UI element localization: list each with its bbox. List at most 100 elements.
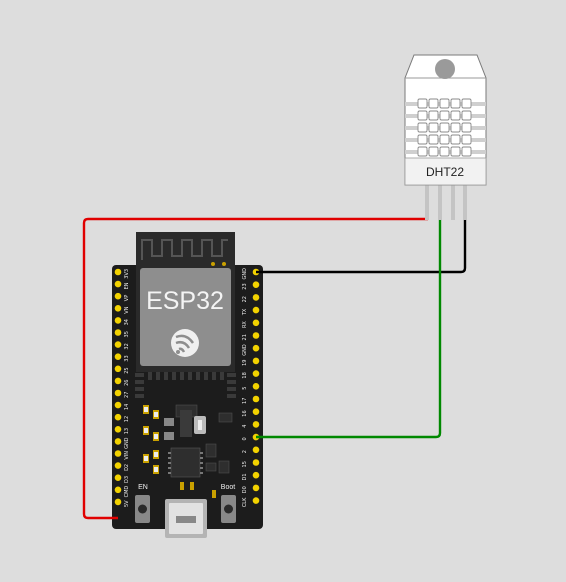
grille-hole — [428, 122, 439, 133]
left-pin-32[interactable] — [114, 341, 122, 348]
right-pin-d1[interactable] — [252, 471, 260, 479]
left-pin-3v3[interactable] — [114, 268, 122, 276]
left-pin-label: D3 — [124, 476, 130, 483]
left-pin-vn[interactable] — [114, 305, 122, 312]
left-pin-header: 3V3ENVPVN34353233252627141213GNDVIND2D3C… — [114, 268, 130, 507]
left-pin-label: CMD — [124, 486, 130, 498]
left-pin-12[interactable] — [114, 413, 122, 421]
right-pin-label: GND — [242, 344, 248, 356]
mounting-hole-icon — [435, 59, 455, 79]
grille-hole — [450, 134, 461, 145]
esp32-board[interactable]: ESP32 — [112, 232, 263, 538]
left-pin-label: 25 — [124, 367, 130, 373]
grille-hole — [450, 110, 461, 121]
right-pin-label: D0 — [242, 486, 248, 493]
grille-hole — [450, 146, 461, 157]
right-pin-2[interactable] — [252, 446, 260, 454]
espressif-logo-icon — [171, 329, 199, 357]
left-pin-25[interactable] — [114, 365, 122, 373]
right-pin-label: 16 — [242, 410, 248, 416]
right-pin-label: CLK — [242, 497, 248, 507]
right-pin-label: 21 — [242, 334, 248, 340]
right-pin-17[interactable] — [252, 395, 260, 403]
voltage-regulator — [164, 404, 206, 440]
usb-uart-chip — [168, 447, 203, 478]
left-pin-vp[interactable] — [114, 292, 122, 300]
sensor-label: DHT22 — [426, 165, 464, 179]
boot-button-label: Boot — [221, 484, 235, 491]
micro-usb-port[interactable] — [165, 499, 207, 538]
left-pin-35[interactable] — [114, 329, 122, 336]
grille-hole — [439, 110, 450, 121]
right-pin-rx[interactable] — [252, 319, 260, 327]
left-pin-label: GND — [124, 437, 130, 449]
left-pin-label: 27 — [124, 392, 130, 398]
right-pin-label: 0 — [242, 437, 248, 440]
left-pin-en[interactable] — [114, 280, 122, 288]
left-pin-label: VIN — [124, 451, 130, 460]
right-pin-23[interactable] — [252, 281, 260, 289]
gnd-wire[interactable] — [256, 219, 467, 274]
right-pin-5[interactable] — [252, 383, 260, 390]
en-button[interactable] — [135, 495, 150, 523]
left-pin-label: 13 — [124, 428, 130, 434]
boot-button[interactable] — [221, 495, 236, 523]
left-pin-label: 5V — [124, 500, 130, 507]
left-pin-13[interactable] — [114, 426, 122, 433]
left-pin-label: D2 — [124, 464, 130, 471]
left-pin-14[interactable] — [114, 401, 122, 409]
left-pin-27[interactable] — [114, 389, 122, 397]
right-pin-label: 19 — [242, 360, 248, 366]
left-pin-label: EN — [124, 282, 130, 289]
grille-hole — [417, 122, 428, 133]
grille-hole — [439, 134, 450, 145]
right-pin-d0[interactable] — [252, 484, 260, 492]
vcc-wire[interactable] — [82, 217, 428, 520]
wifi-module: ESP32 — [135, 232, 236, 398]
right-pin-16[interactable] — [252, 408, 260, 416]
left-pin-label: 33 — [124, 355, 130, 361]
left-pin-26[interactable] — [114, 377, 122, 385]
left-pin-5v[interactable] — [114, 498, 122, 506]
right-pin-label: 23 — [242, 283, 248, 289]
right-pin-label: TX — [242, 308, 248, 316]
left-pin-d3[interactable] — [114, 474, 122, 482]
right-pin-15[interactable] — [252, 459, 260, 466]
grille-hole — [428, 110, 439, 121]
status-leds — [180, 482, 216, 498]
right-pin-22[interactable] — [252, 294, 260, 301]
right-pin-clk[interactable] — [252, 497, 260, 504]
right-pin-19[interactable] — [252, 357, 260, 365]
left-pin-cmd[interactable] — [114, 486, 122, 494]
left-pin-label: 32 — [124, 343, 130, 349]
left-pin-vin[interactable] — [114, 450, 122, 457]
right-pin-gnd[interactable] — [252, 344, 260, 352]
grille-hole — [428, 134, 439, 145]
left-pin-d2[interactable] — [114, 462, 122, 469]
grille-hole — [461, 110, 472, 121]
grille-hole — [439, 122, 450, 133]
left-pin-label: 26 — [124, 380, 130, 386]
grille-hole — [450, 122, 461, 133]
left-pin-34[interactable] — [114, 317, 122, 324]
grille-hole — [461, 98, 472, 109]
left-pin-33[interactable] — [114, 353, 122, 361]
right-pin-label: 2 — [242, 450, 248, 453]
left-pin-label: 12 — [124, 416, 130, 422]
right-pin-18[interactable] — [252, 370, 260, 377]
data-wire[interactable] — [256, 219, 442, 439]
right-pin-label: 17 — [242, 398, 248, 404]
right-pin-label: GND — [242, 268, 248, 280]
right-pin-tx[interactable] — [252, 306, 260, 314]
left-pin-gnd[interactable] — [114, 438, 122, 445]
right-pin-4[interactable] — [252, 421, 260, 428]
left-pin-label: VN — [124, 306, 130, 313]
grille-hole — [428, 98, 439, 109]
sensor-pins — [425, 185, 467, 220]
right-pin-label: RX — [242, 321, 248, 328]
right-pin-21[interactable] — [252, 332, 260, 339]
right-pin-label: 18 — [242, 372, 248, 378]
dht22-sensor[interactable]: DHT22 — [404, 54, 487, 220]
